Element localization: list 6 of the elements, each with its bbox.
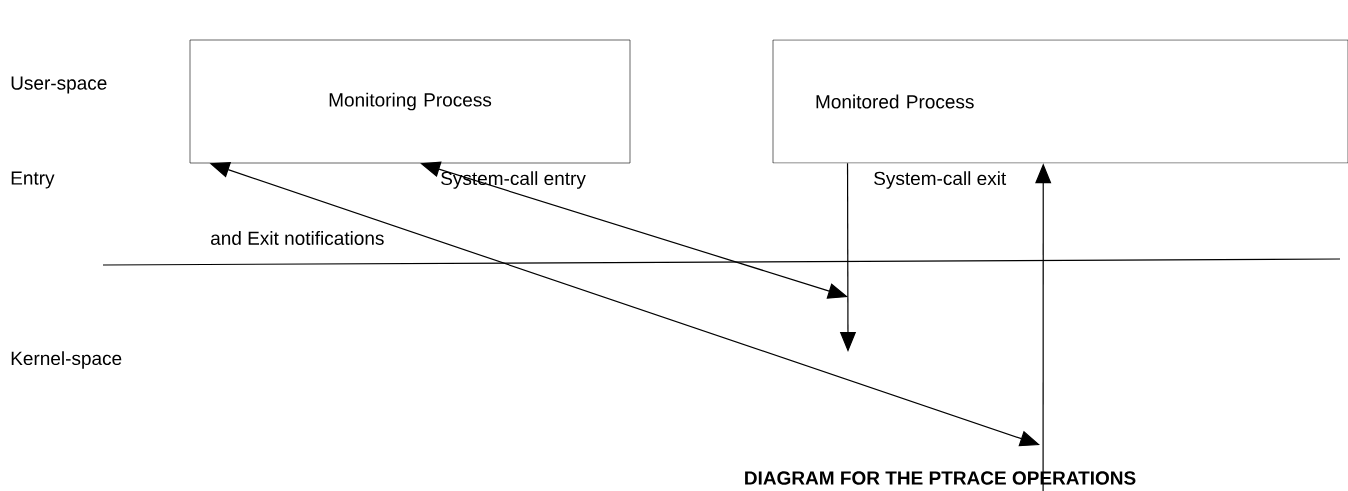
label-text: Entry — [11, 171, 55, 189]
process-box: Monitored Process — [772, 39, 1348, 164]
label-text: Kernel-space — [11, 351, 122, 369]
label-text: and Exit notifications — [211, 231, 384, 245]
process-box: Monitoring Process — [189, 39, 631, 164]
label-text: User-space — [11, 76, 107, 94]
